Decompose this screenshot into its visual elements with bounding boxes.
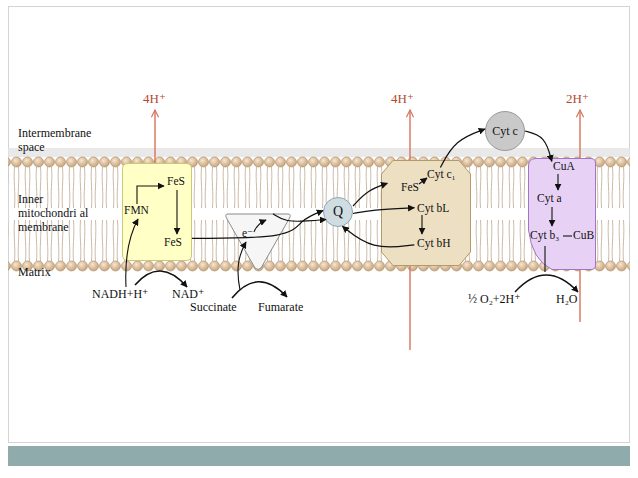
node-outline bbox=[528, 158, 596, 270]
electron-arrow bbox=[421, 215, 422, 234]
region-label: Matrix bbox=[18, 265, 51, 279]
node-label: Cyt b₃ bbox=[530, 229, 559, 242]
node-shape bbox=[529, 159, 596, 270]
reaction-arc bbox=[135, 271, 187, 287]
node-label: Cyt bL bbox=[417, 202, 449, 215]
proton-label: 4H⁺ bbox=[143, 92, 166, 106]
electron-flow-arrow bbox=[353, 208, 414, 214]
carrier-circle: Cyt c bbox=[485, 111, 525, 151]
node-label: FeS bbox=[164, 236, 182, 249]
complex-box: CuA Cyt a Cyt b₃ CuB bbox=[528, 158, 596, 270]
electron-flow-arrow bbox=[353, 183, 387, 206]
node-shape bbox=[123, 164, 192, 261]
node-outline bbox=[224, 212, 292, 272]
node-label: FMN bbox=[124, 204, 149, 217]
node-label: FeS bbox=[401, 181, 419, 194]
substrate-label: Fumarate bbox=[258, 300, 303, 314]
node-label: Cyt c bbox=[486, 112, 524, 150]
region-label: Intermembrane space bbox=[18, 126, 103, 154]
electron-arrow bbox=[254, 220, 266, 232]
node-label: Cyt bH bbox=[417, 237, 451, 250]
electron-arrow bbox=[551, 207, 552, 226]
substrate-label: H₂O bbox=[556, 292, 578, 306]
electron-flow-arrow bbox=[440, 129, 485, 167]
proton-label: 4H⁺ bbox=[391, 92, 414, 106]
node-label: Cyt a bbox=[537, 192, 562, 205]
electron-flow-arrow bbox=[192, 211, 323, 239]
proton-label: 2H⁺ bbox=[566, 92, 589, 106]
electron-arrow bbox=[137, 186, 164, 204]
substrate-arrow bbox=[238, 242, 246, 290]
substrate-label: NADH+H⁺ bbox=[92, 287, 148, 301]
internal-arrows bbox=[126, 174, 578, 298]
node-shape bbox=[226, 214, 291, 270]
bond-line bbox=[563, 235, 572, 236]
frame bbox=[9, 7, 630, 443]
electron-arrow bbox=[176, 190, 177, 234]
node-label: FeS bbox=[167, 175, 185, 188]
substrate-label: Succinate bbox=[190, 300, 237, 314]
region-label: Inner mitochondri al membrane bbox=[18, 192, 98, 234]
node-label: Cyt c₁ bbox=[427, 168, 456, 181]
substrate-label: ½ O₂+2H⁺ bbox=[468, 292, 521, 306]
node-label: CuB bbox=[573, 229, 594, 242]
node-label: Q bbox=[324, 198, 352, 226]
node-shape bbox=[382, 161, 471, 266]
reaction-arc bbox=[515, 275, 578, 292]
electron-arrow bbox=[544, 246, 545, 272]
membrane-surface bbox=[8, 148, 630, 157]
proton-arrow bbox=[154, 110, 155, 163]
footer-bar bbox=[8, 446, 630, 466]
substrate-arrow bbox=[126, 219, 138, 287]
reaction-arc bbox=[232, 282, 287, 298]
electron-flow-arrow bbox=[273, 214, 326, 221]
complex-funnel: e⁻ bbox=[224, 212, 292, 272]
electron-flow-arrow bbox=[525, 131, 552, 161]
electron-arrow bbox=[419, 178, 427, 184]
node-label: CuA bbox=[553, 160, 575, 173]
carrier-circle: Q bbox=[323, 197, 353, 227]
electron-flow-arrow bbox=[343, 226, 415, 247]
complex-box: FMN FeS FeS bbox=[122, 163, 192, 261]
substrate-label: NAD⁺ bbox=[172, 287, 204, 301]
proton-arrows bbox=[155, 110, 580, 350]
complex-box: FeS Cyt c₁ Cyt bL Cyt bH bbox=[381, 160, 471, 266]
node-label: e⁻ bbox=[242, 227, 253, 240]
electron-arrow bbox=[557, 174, 558, 190]
